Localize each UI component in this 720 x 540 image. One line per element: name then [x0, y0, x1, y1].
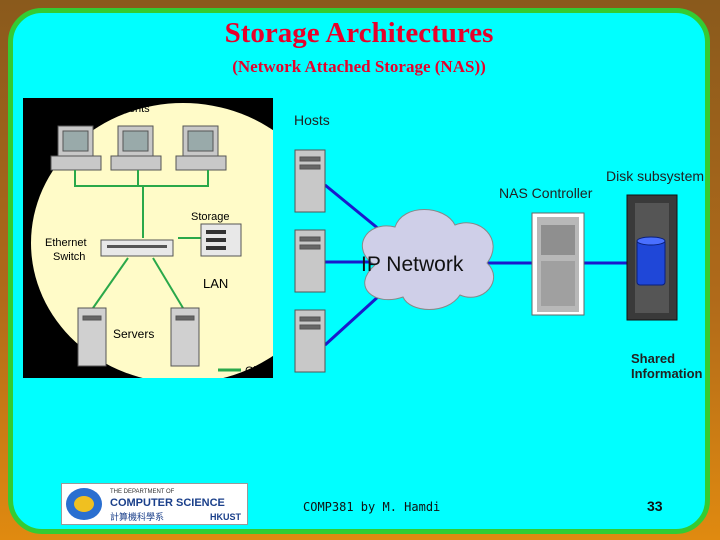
server [77, 307, 107, 367]
slide-subtitle: (Network Attached Storage (NAS)) [232, 57, 486, 76]
page-number: 33 [647, 498, 663, 514]
client-computer [175, 125, 227, 171]
storage-device [200, 223, 242, 257]
logo-line4: HKUST [210, 512, 242, 522]
disk-subsystem-label: Disk subsystem [606, 168, 705, 184]
logo-line2: COMPUTER SCIENCE [110, 497, 225, 509]
disk-subsystem [626, 194, 678, 321]
nas-diagram [294, 149, 678, 373]
lan-links [74, 170, 209, 309]
hosts-label: Hosts [294, 112, 330, 128]
department-logo: THE DEPARTMENT OF COMPUTER SCIENCE 計算機科學… [61, 483, 248, 525]
footer-text: COMP381 by M. Hamdi [303, 500, 441, 514]
clients-label: Clients [116, 103, 150, 115]
server [170, 307, 200, 367]
lan-diagram: Clients Storage [23, 98, 273, 378]
servers-label: Servers [113, 327, 154, 341]
ip-network-cloud [362, 209, 494, 310]
ethernet-switch [100, 239, 174, 257]
slide: Storage Architectures (Network Attached … [8, 8, 710, 534]
storage-label: Storage [191, 211, 230, 223]
network-links [323, 183, 631, 347]
nas-controller-label: NAS Controller [499, 185, 593, 201]
shared-information-label: Shared Information [631, 351, 703, 381]
ip-network-label: IP Network [361, 253, 464, 276]
switch-label-1: Ethernet [45, 237, 87, 249]
lan-label: LAN [203, 276, 228, 291]
client-computer [50, 125, 102, 171]
logo-line3: 計算機科學系 [110, 511, 164, 523]
client-computer [110, 125, 162, 171]
slide-title: Storage Architectures [224, 17, 494, 49]
host-server [294, 149, 326, 213]
host-server [294, 229, 326, 293]
nas-controller [531, 212, 585, 316]
switch-label-2: Switch [53, 251, 85, 263]
legend-label: Gb.E [245, 365, 270, 377]
host-server [294, 309, 326, 373]
logo-line1: THE DEPARTMENT OF [110, 489, 175, 495]
